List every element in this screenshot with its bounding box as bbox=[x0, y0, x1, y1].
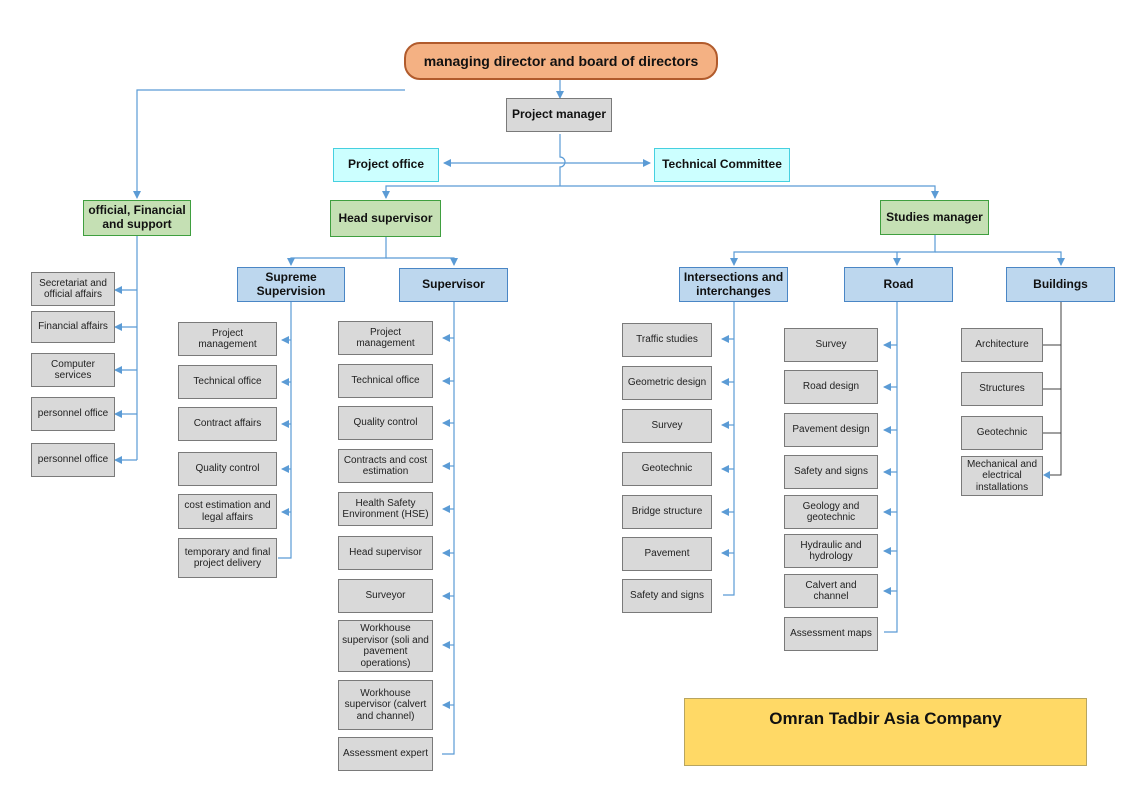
supreme-item: Technical office bbox=[178, 365, 277, 399]
studies-manager-box: Studies manager bbox=[880, 200, 989, 235]
road-item: Geology and geotechnic bbox=[784, 495, 878, 529]
buildings-box: Buildings bbox=[1006, 267, 1115, 302]
supervisor-item: Contracts and cost estimation bbox=[338, 449, 433, 483]
buildings-item: Mechanical and electrical installations bbox=[961, 456, 1043, 496]
road-item: Survey bbox=[784, 328, 878, 362]
project-office-box: Project office bbox=[333, 148, 439, 182]
road-item: Safety and signs bbox=[784, 455, 878, 489]
supervisor-item: Surveyor bbox=[338, 579, 433, 613]
supervisor-item: Quality control bbox=[338, 406, 433, 440]
official-item: Secretariat and official affairs bbox=[31, 272, 115, 306]
road-box: Road bbox=[844, 267, 953, 302]
supreme-item: Project management bbox=[178, 322, 277, 356]
buildings-item: Geotechnic bbox=[961, 416, 1043, 450]
supreme-item: Contract affairs bbox=[178, 407, 277, 441]
managing-director-box: managing director and board of directors bbox=[404, 42, 718, 80]
head-supervisor-box: Head supervisor bbox=[330, 200, 441, 237]
intersections-item: Pavement bbox=[622, 537, 712, 571]
project-manager-box: Project manager bbox=[506, 98, 612, 132]
supervisor-item: Assessment expert bbox=[338, 737, 433, 771]
road-item: Hydraulic and hydrology bbox=[784, 534, 878, 568]
official-item: personnel office bbox=[31, 397, 115, 431]
supervisor-item: Project management bbox=[338, 321, 433, 355]
supervisor-item: Technical office bbox=[338, 364, 433, 398]
supreme-item: cost estimation and legal affairs bbox=[178, 494, 277, 529]
intersections-item: Geotechnic bbox=[622, 452, 712, 486]
supervisor-item: Workhouse supervisor (soli and pavement … bbox=[338, 620, 433, 672]
buildings-item: Structures bbox=[961, 372, 1043, 406]
road-item: Road design bbox=[784, 370, 878, 404]
intersections-item: Safety and signs bbox=[622, 579, 712, 613]
supreme-item: Quality control bbox=[178, 452, 277, 486]
supervisor-item: Workhouse supervisor (calvert and channe… bbox=[338, 680, 433, 730]
supervisor-box: Supervisor bbox=[399, 268, 508, 302]
supervisor-item: Health Safety Environment (HSE) bbox=[338, 492, 433, 526]
road-item: Pavement design bbox=[784, 413, 878, 447]
official-item: personnel office bbox=[31, 443, 115, 477]
intersections-item: Bridge structure bbox=[622, 495, 712, 529]
road-item: Assessment maps bbox=[784, 617, 878, 651]
official-item: Computer services bbox=[31, 353, 115, 387]
road-item: Calvert and channel bbox=[784, 574, 878, 608]
supreme-item: temporary and final project delivery bbox=[178, 538, 277, 578]
intersections-item: Survey bbox=[622, 409, 712, 443]
intersections-item: Geometric design bbox=[622, 366, 712, 400]
intersections-item: Traffic studies bbox=[622, 323, 712, 357]
official-financial-support-box: official, Financial and support bbox=[83, 200, 191, 236]
company-name-banner: Omran Tadbir Asia Company bbox=[684, 698, 1087, 766]
official-item: Financial affairs bbox=[31, 311, 115, 343]
buildings-item: Architecture bbox=[961, 328, 1043, 362]
intersections-interchanges-box: Intersections and interchanges bbox=[679, 267, 788, 302]
technical-committee-box: Technical Committee bbox=[654, 148, 790, 182]
supervisor-item: Head supervisor bbox=[338, 536, 433, 570]
supreme-supervision-box: Supreme Supervision bbox=[237, 267, 345, 302]
